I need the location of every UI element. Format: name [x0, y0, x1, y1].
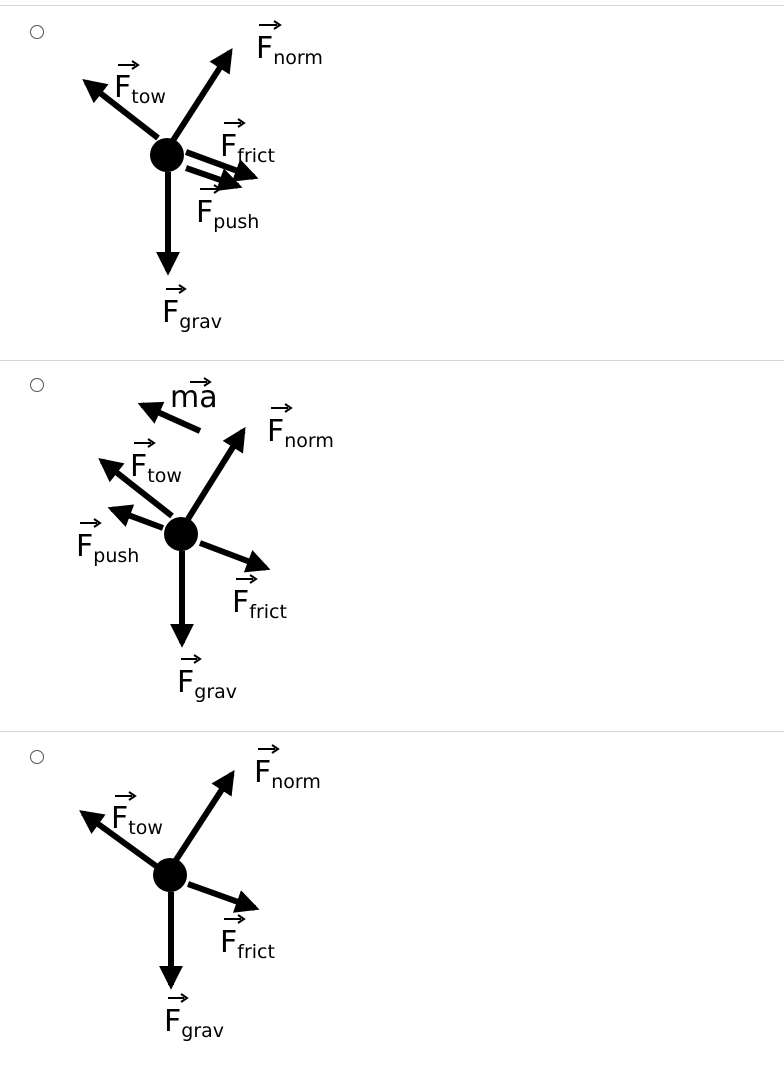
label-f-push: Fpush: [196, 184, 259, 233]
object-dot: [153, 858, 187, 892]
svg-text:Fgrav: Fgrav: [162, 295, 222, 333]
label-f-grav: Fgrav: [162, 284, 222, 333]
svg-text:Fnorm: Fnorm: [256, 31, 323, 69]
svg-text:Fpush: Fpush: [76, 529, 139, 567]
arrow-f-frict: [198, 540, 271, 573]
arrow-f-frict: [186, 881, 260, 913]
free-body-diagram-1: Fnorm Ftow Ffrict Fpush Fgrav: [82, 20, 323, 333]
svg-text:Ffrict: Ffrict: [220, 129, 275, 167]
label-f-norm: Fnorm: [267, 403, 334, 452]
arrow-f-norm: [169, 47, 233, 144]
label-f-tow: Ftow: [130, 438, 182, 487]
arrow-ma: [137, 401, 202, 434]
svg-text:Ftow: Ftow: [114, 70, 166, 108]
arrow-f-tow: [98, 458, 174, 519]
answer-option-3[interactable]: Fnorm Ftow Ffrict Fgrav: [0, 731, 784, 1084]
arrow-f-norm: [173, 769, 235, 862]
label-f-grav: Fgrav: [164, 993, 224, 1042]
free-body-diagram-3: Fnorm Ftow Ffrict Fgrav: [79, 744, 321, 1042]
arrow-f-norm: [185, 426, 246, 521]
free-body-diagram-2: ma Fnorm Ftow Fpush Ffrict Fgrav: [76, 377, 334, 703]
arrow-f-push: [107, 504, 165, 531]
svg-text:Ftow: Ftow: [111, 801, 163, 839]
svg-text:Ffrict: Ffrict: [232, 585, 287, 623]
object-dot: [164, 517, 198, 551]
svg-text:Ftow: Ftow: [130, 449, 182, 487]
answer-option-2[interactable]: ma Fnorm Ftow Fpush Ffrict Fgrav: [0, 360, 784, 731]
label-f-frict: Ffrict: [232, 574, 287, 623]
label-f-frict: Ffrict: [220, 118, 275, 167]
answer-option-1[interactable]: Fnorm Ftow Ffrict Fpush Fgrav: [0, 5, 784, 360]
label-f-tow: Ftow: [111, 791, 163, 839]
label-f-tow: Ftow: [114, 60, 166, 108]
svg-text:Fgrav: Fgrav: [164, 1004, 224, 1042]
svg-text:Ffrict: Ffrict: [220, 925, 275, 963]
svg-text:ma: ma: [170, 380, 218, 415]
svg-text:Fpush: Fpush: [196, 195, 259, 233]
arrow-f-frict: [184, 149, 259, 182]
arrow-f-tow: [82, 79, 160, 141]
arrow-f-push: [185, 165, 243, 192]
label-ma: ma: [170, 377, 218, 415]
label-f-norm: Fnorm: [254, 744, 321, 793]
radio-button-option-3[interactable]: [30, 750, 44, 764]
radio-button-option-2[interactable]: [30, 378, 44, 392]
radio-button-option-1[interactable]: [30, 25, 44, 39]
object-dot: [150, 138, 184, 172]
label-f-push: Fpush: [76, 518, 139, 567]
arrow-f-tow: [79, 810, 158, 869]
svg-text:Fgrav: Fgrav: [177, 665, 237, 703]
svg-text:Fnorm: Fnorm: [254, 755, 321, 793]
label-f-norm: Fnorm: [256, 20, 323, 69]
label-f-frict: Ffrict: [220, 914, 275, 963]
label-f-grav: Fgrav: [177, 654, 237, 703]
svg-text:Fnorm: Fnorm: [267, 414, 334, 452]
